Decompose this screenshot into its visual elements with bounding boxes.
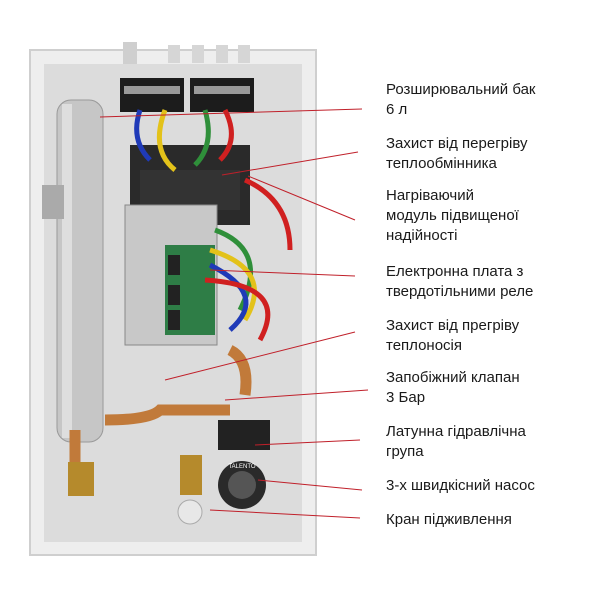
label-line: твердотільними реле	[386, 283, 534, 300]
label-line: модуль підвищеної	[386, 207, 519, 224]
label-line: Захист від прегріву	[386, 317, 520, 334]
label-line: 3 Бар	[386, 389, 426, 406]
label-line: теплоносія	[386, 337, 463, 354]
electronic-board	[124, 204, 218, 346]
label-line: Електронна плата з	[386, 263, 524, 280]
label-heat-exchanger-protection: Захист від перегріву теплообмінника	[386, 134, 591, 174]
label-fill-valve: Кран підживлення	[386, 510, 591, 530]
label-line: Захист від перегріву	[386, 135, 528, 152]
label-line: теплообмінника	[386, 155, 497, 172]
label-electronic-board: Електронна плата з твердотільними реле	[386, 262, 591, 302]
brass-group	[68, 455, 203, 525]
label-brass-hydraulic-group: Латунна гідравлічна група	[386, 422, 591, 462]
label-line: Нагріваючий	[386, 187, 474, 204]
label-line: Кран підживлення	[386, 511, 512, 528]
label-line: група	[386, 443, 424, 460]
label-line: Запобіжний клапан	[386, 369, 520, 386]
cable-glands	[123, 42, 250, 64]
label-heating-module: Нагріваючий модуль підвищеної надійності	[386, 186, 591, 246]
power-cables	[134, 108, 293, 342]
label-safety-valve: Запобіжний клапан 3 Бар	[386, 368, 591, 408]
expansion-tank	[42, 99, 104, 443]
label-line: Розширювальний бак	[386, 81, 536, 98]
label-line: 6 л	[386, 101, 408, 118]
label-line: 3-х швидкісний насос	[386, 477, 535, 494]
label-coolant-protection: Захист від прегріву теплоносія	[386, 316, 591, 356]
terminal-blocks	[120, 78, 254, 112]
label-line: надійності	[386, 227, 458, 244]
label-pump: 3-х швидкісний насос	[386, 476, 591, 496]
leader-lines	[99, 108, 369, 519]
pump-brand: TALENTO	[228, 464, 255, 470]
label-line: Латунна гідравлічна	[386, 423, 526, 440]
label-expansion-tank: Розширювальний бак 6 л	[386, 80, 591, 120]
